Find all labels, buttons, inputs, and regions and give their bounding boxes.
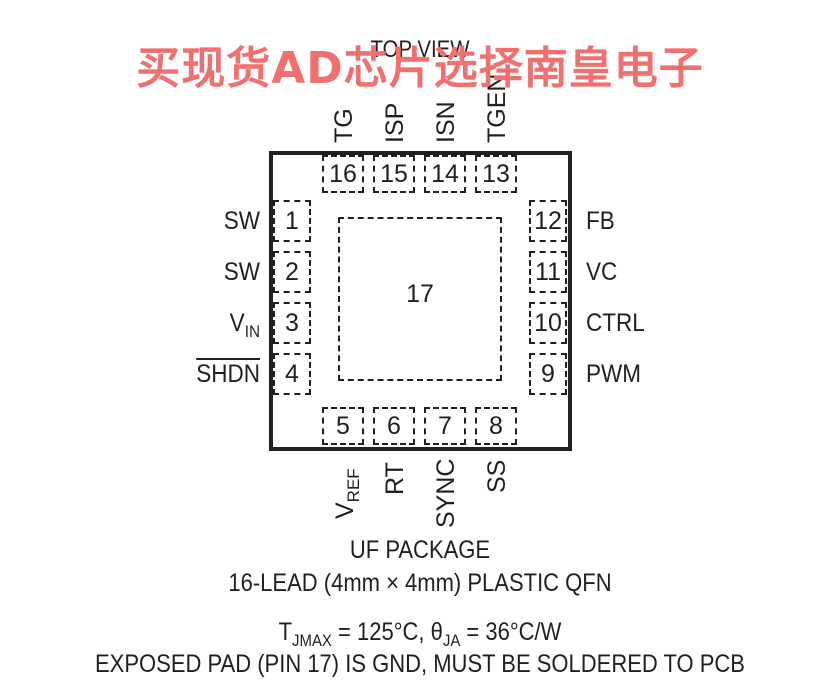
package-description: 16-LEAD (4mm × 4mm) PLASTIC QFN	[228, 569, 612, 597]
pin-label-vc: VC	[586, 258, 618, 286]
watermark-text: 买现货AD芯片选择南皇电子	[136, 43, 704, 94]
pin-label-ctrl: CTRL	[586, 309, 645, 337]
pin-2: 2	[273, 251, 311, 293]
pin-label-fb: FB	[586, 207, 615, 235]
pin-13: 13	[475, 155, 517, 193]
pin-label-sw-2: SW	[223, 258, 260, 286]
pin-11: 11	[529, 251, 567, 293]
pin-label-sync: SYNC	[432, 458, 460, 528]
pin-label-pwm: PWM	[586, 360, 641, 388]
pin-label-vref: VREF	[331, 468, 363, 519]
pin-label-sw-1: SW	[223, 207, 260, 235]
pin-6: 6	[373, 407, 415, 445]
thermal-spec: TJMAX = 125°C, θJA = 36°C/W	[278, 618, 562, 650]
pin-7: 7	[424, 407, 466, 445]
pin-12: 12	[529, 200, 567, 242]
pin-8: 8	[475, 407, 517, 445]
exposed-pad-number: 17	[406, 280, 434, 308]
exposed-pad	[338, 217, 502, 381]
pin-label-tg: TG	[330, 108, 358, 143]
pin-1: 1	[273, 200, 311, 242]
pin-5: 5	[322, 407, 364, 445]
package-name: UF PACKAGE	[349, 536, 491, 564]
pin-3: 3	[273, 302, 311, 344]
pin-14: 14	[424, 155, 466, 193]
exposed-pad-note: EXPOSED PAD (PIN 17) IS GND, MUST BE SOL…	[95, 650, 745, 678]
pin-label-shdn: SHDN	[196, 360, 260, 388]
top-view-label: TOP VIEW	[370, 36, 470, 63]
pin-label-ss: SS	[483, 459, 511, 493]
pin-16: 16	[322, 155, 364, 193]
pin-15: 15	[373, 155, 415, 193]
pin-label-isn: ISN	[432, 101, 460, 143]
pin-label-isp: ISP	[381, 102, 409, 143]
package-outline	[269, 151, 572, 451]
pin-label-rt: RT	[381, 462, 409, 495]
pin-9: 9	[529, 353, 567, 395]
pin-label-vin: VIN	[229, 309, 260, 341]
pin-10: 10	[529, 302, 567, 344]
pin-4: 4	[273, 353, 311, 395]
